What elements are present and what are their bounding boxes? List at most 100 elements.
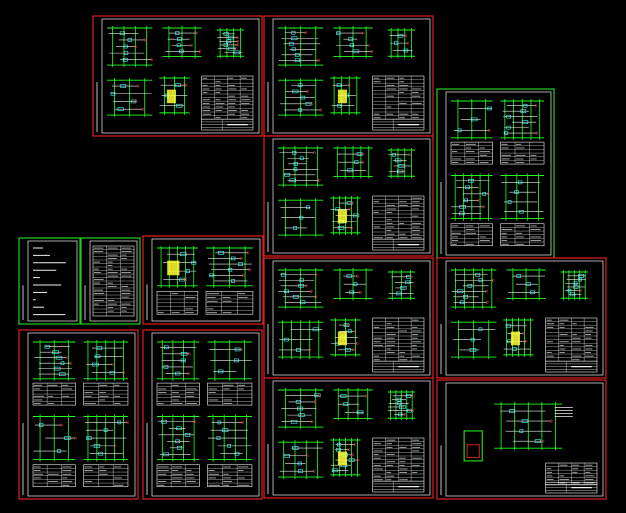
component — [457, 128, 462, 133]
terminal — [402, 170, 406, 173]
terminal — [241, 273, 245, 277]
component — [396, 291, 402, 296]
component — [223, 32, 229, 36]
sheet-inner-frame — [272, 138, 431, 254]
sheet-inner-frame — [272, 380, 431, 496]
drawing-sheet[interactable] — [263, 377, 434, 499]
highlight-block — [510, 331, 520, 346]
component — [463, 294, 469, 299]
component — [288, 41, 294, 46]
component — [314, 393, 321, 398]
terminal — [578, 289, 582, 293]
component — [470, 337, 475, 342]
terminal — [487, 128, 491, 132]
component — [475, 272, 481, 277]
component — [292, 446, 299, 450]
component — [298, 283, 304, 288]
terminal — [310, 102, 314, 106]
component — [175, 439, 180, 444]
terminal — [358, 290, 362, 294]
equipment-outline — [463, 430, 483, 462]
component — [226, 39, 232, 44]
component — [60, 361, 65, 365]
component — [467, 283, 473, 288]
component — [519, 209, 524, 214]
component — [56, 449, 62, 453]
sheet-inner-frame — [272, 260, 431, 376]
drawing-sheet[interactable] — [142, 235, 264, 325]
component — [234, 50, 241, 55]
component — [291, 30, 296, 35]
drawing-sheet[interactable] — [436, 257, 607, 379]
terminal — [240, 348, 244, 351]
component — [347, 329, 352, 334]
drawing-sheet[interactable] — [436, 88, 555, 259]
terminal — [187, 352, 191, 356]
terminal — [406, 41, 410, 45]
component — [227, 35, 234, 40]
terminal — [312, 151, 316, 155]
terminal — [408, 153, 412, 157]
terminal — [353, 443, 357, 447]
terminal — [308, 348, 312, 352]
component — [293, 167, 298, 172]
terminal — [73, 436, 77, 440]
component — [110, 91, 116, 96]
component — [292, 89, 299, 94]
component — [94, 354, 101, 359]
terminal — [313, 400, 317, 404]
component — [228, 46, 235, 51]
component — [233, 358, 239, 363]
component — [392, 152, 396, 157]
component — [336, 442, 342, 447]
component — [227, 444, 232, 448]
drawing-sheets — [18, 15, 607, 500]
terminal — [304, 31, 308, 35]
component — [459, 300, 465, 305]
component — [399, 405, 406, 409]
component — [459, 205, 466, 209]
component — [180, 358, 186, 363]
drawing-sheet[interactable] — [263, 135, 434, 257]
component — [521, 419, 529, 423]
terminal — [534, 104, 538, 108]
component — [55, 355, 63, 360]
component — [163, 452, 169, 457]
equipment-part — [466, 444, 480, 459]
component — [290, 419, 298, 424]
component — [394, 41, 399, 45]
terminal — [193, 420, 197, 424]
component — [343, 402, 349, 407]
terminal — [524, 339, 528, 343]
drawing-sheet[interactable] — [92, 15, 263, 137]
terminal — [184, 278, 188, 282]
drawing-sheet[interactable] — [142, 329, 263, 500]
terminal — [195, 31, 198, 35]
component — [512, 347, 517, 351]
terminal — [482, 205, 486, 209]
terminal — [361, 160, 365, 164]
drawing-sheet[interactable] — [263, 257, 434, 379]
component — [98, 451, 103, 456]
component — [109, 370, 115, 375]
drawing-sheet[interactable] — [18, 237, 81, 325]
drawing-sheet[interactable] — [80, 237, 141, 325]
terminal — [356, 458, 360, 462]
component — [459, 211, 465, 216]
terminal — [234, 47, 238, 51]
component — [520, 109, 527, 114]
component — [117, 107, 124, 111]
terminal — [477, 198, 481, 202]
component — [299, 156, 304, 161]
component — [457, 289, 464, 294]
drawing-sheet[interactable] — [436, 379, 607, 500]
component — [238, 262, 243, 266]
component — [522, 120, 529, 124]
drawing-sheet[interactable] — [263, 15, 434, 137]
component — [176, 446, 183, 450]
drawing-sheet[interactable] — [18, 329, 139, 500]
terminal — [312, 469, 316, 473]
component — [349, 43, 355, 48]
component — [482, 191, 487, 196]
